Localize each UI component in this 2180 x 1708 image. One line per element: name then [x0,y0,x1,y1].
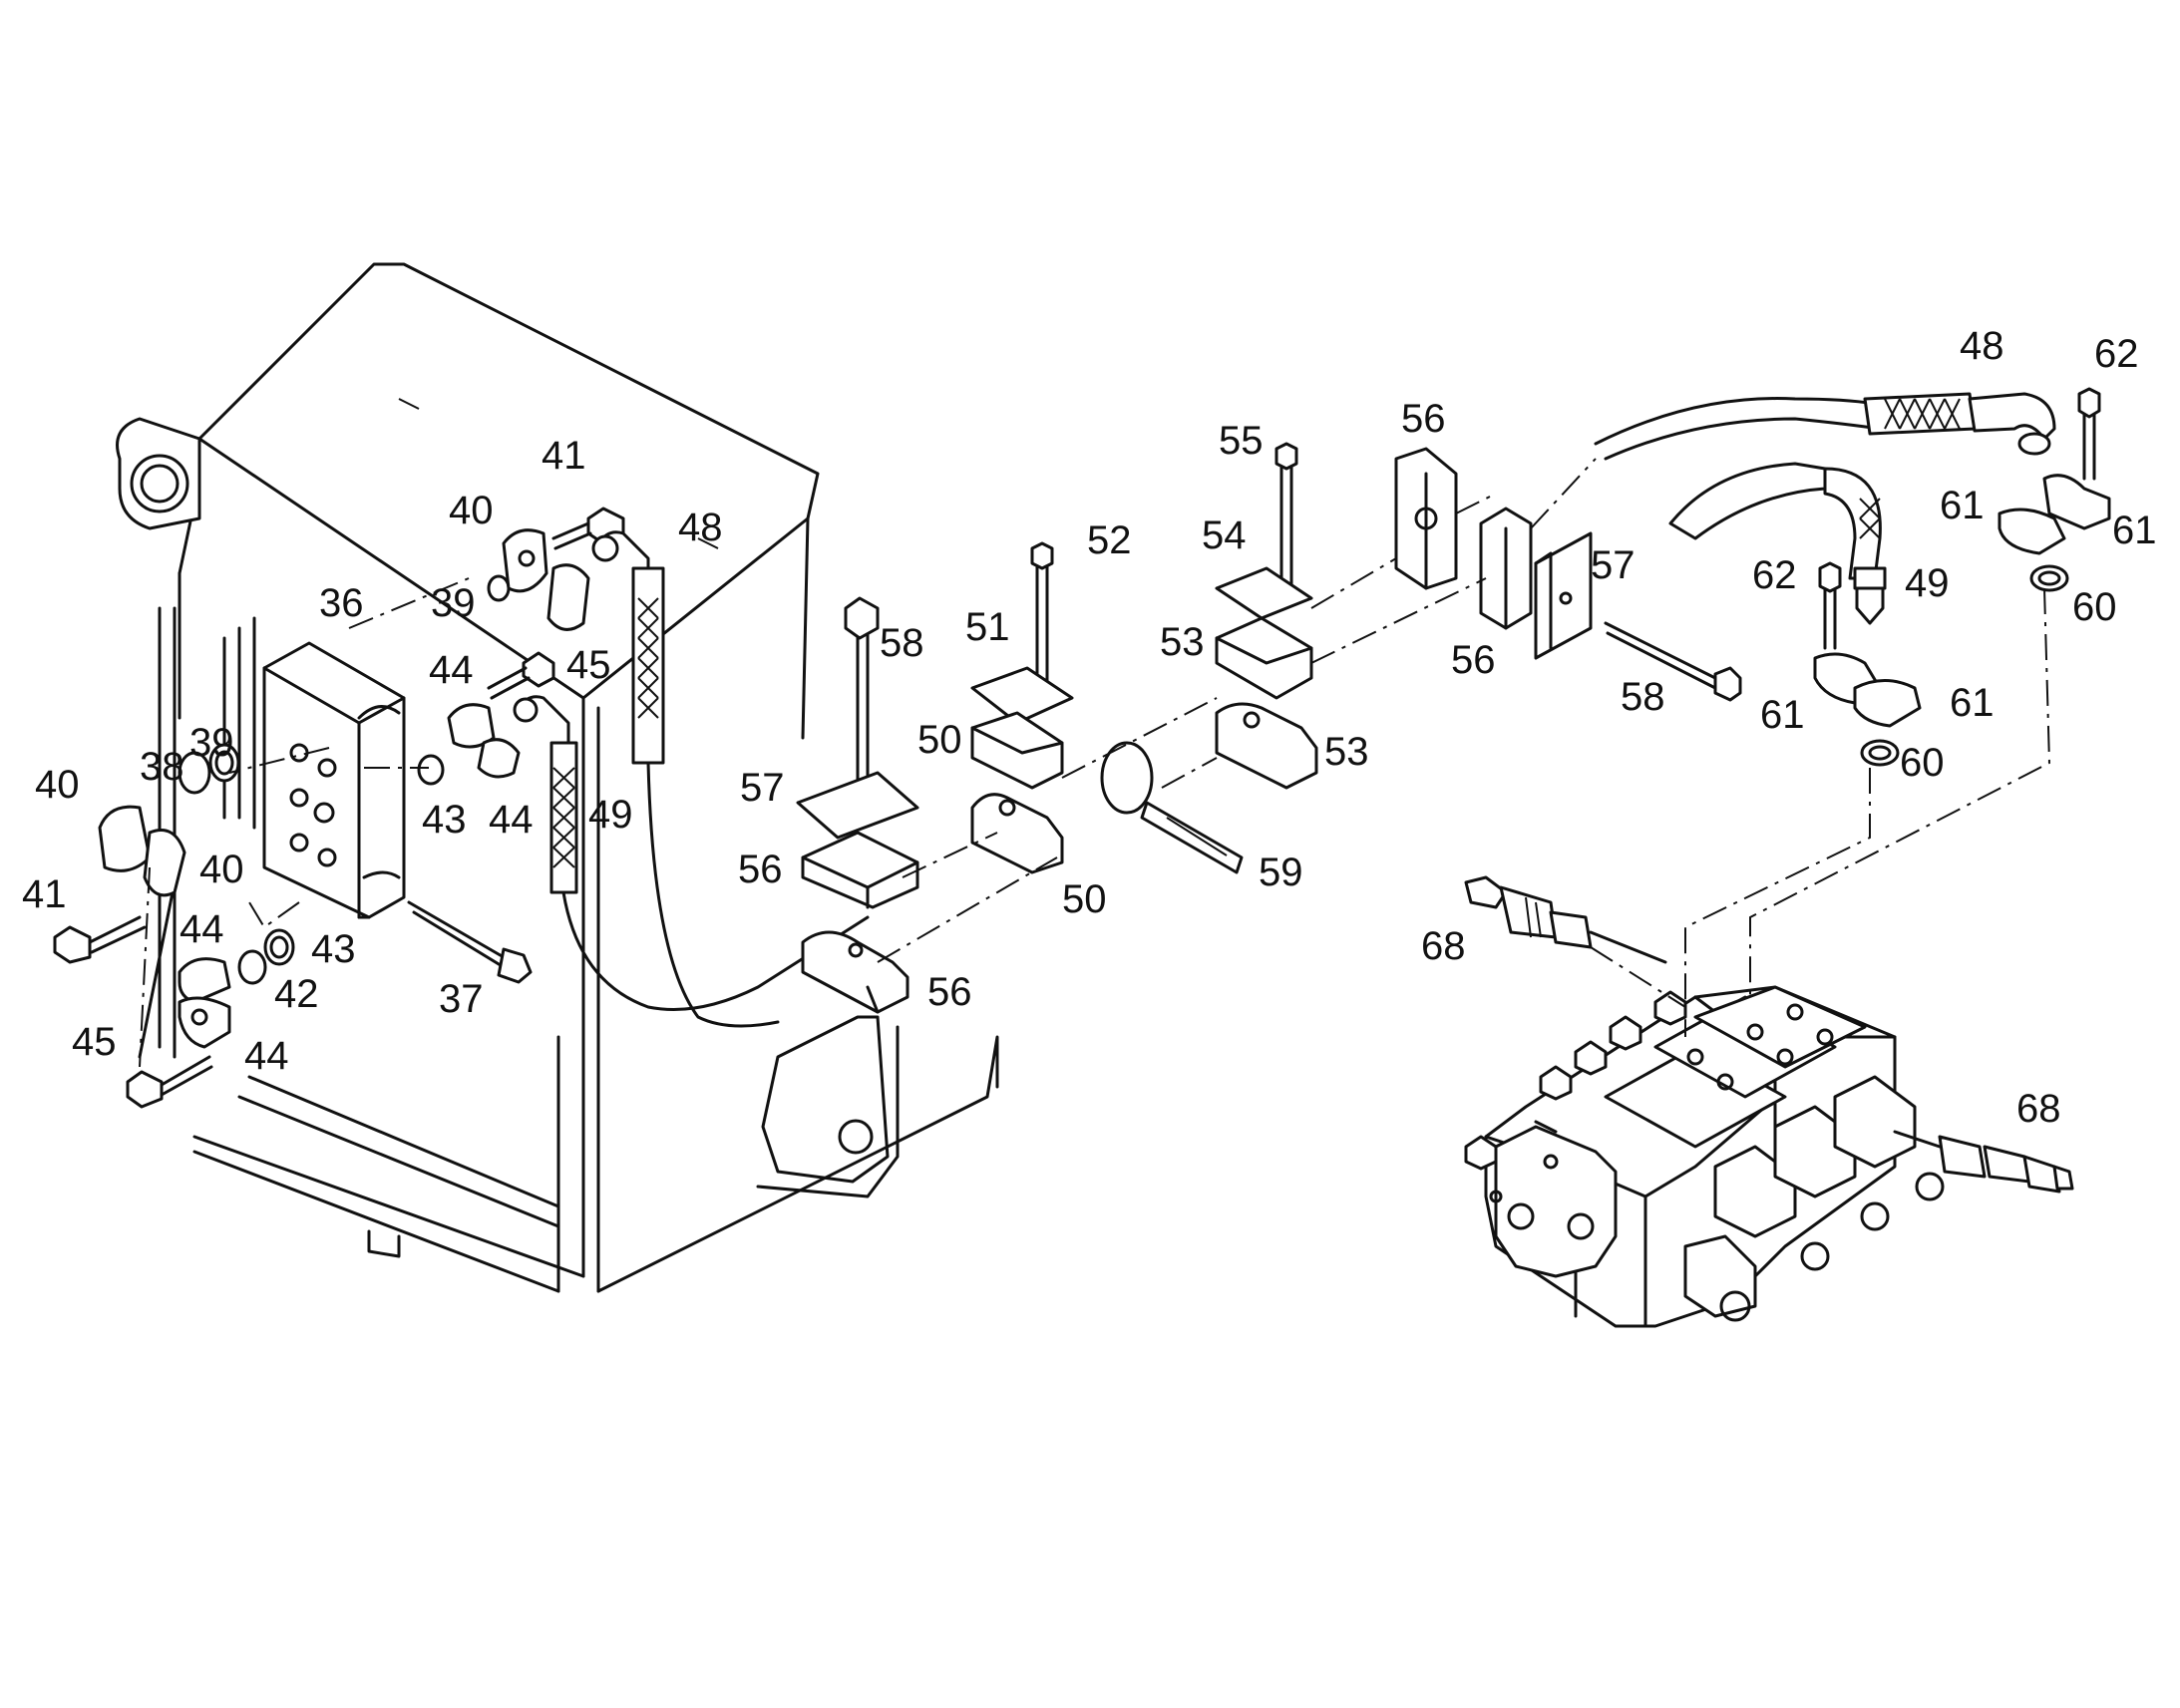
label-68: 68 [2016,1087,2061,1131]
label-52: 52 [1087,518,1132,562]
label-48: 48 [1960,324,2004,368]
label-41: 41 [22,872,67,916]
label-49: 49 [588,793,633,837]
label-48: 48 [678,506,723,549]
label-62: 62 [1752,553,1797,597]
label-61: 61 [1950,681,1995,725]
flanges-right [1813,387,2111,767]
label-37: 37 [439,977,484,1021]
bolt-37 [407,900,533,984]
clamp-assembly-50-51-52 [970,541,1074,874]
label-54: 54 [1202,513,1247,557]
bolts-left [53,915,213,1109]
label-61: 61 [1760,693,1805,737]
flange-halves-left [98,805,231,1049]
flange-group-upper [447,507,625,779]
label-61: 61 [1940,484,1985,527]
label-44: 44 [429,648,474,692]
clamp-assembly-57-58 [796,596,919,1014]
label-39: 39 [189,721,234,765]
label-36: 36 [319,581,364,625]
label-60: 60 [1900,741,1945,785]
label-40: 40 [35,763,80,807]
label-57: 57 [1591,543,1635,587]
label-56: 56 [927,970,972,1014]
label-55: 55 [1219,419,1264,463]
label-58: 58 [880,621,924,665]
control-valve-bank [1464,985,1945,1328]
clamp-assembly-56-57-58-right [1394,447,1742,702]
label-49: 49 [1905,561,1950,605]
label-58: 58 [1621,675,1665,719]
label-43: 43 [311,927,356,971]
label-39: 39 [431,581,476,625]
part-labels: 36 37 38 39 39 40 40 40 41 41 42 43 43 4… [22,324,2157,1131]
manifold-block-36 [262,641,406,919]
label-53: 53 [1324,730,1369,774]
label-53: 53 [1160,620,1205,664]
label-45: 45 [566,643,611,687]
label-57: 57 [740,766,785,810]
label-59: 59 [1259,851,1303,894]
clamp-assembly-53-54-55 [1215,442,1318,790]
centerlines [139,458,2051,1068]
hoses-left [513,530,870,1028]
label-41: 41 [542,434,586,478]
label-45: 45 [72,1020,117,1064]
label-51: 51 [965,605,1010,649]
label-68: 68 [1421,924,1466,968]
label-38: 38 [140,745,184,789]
label-50: 50 [1062,877,1107,921]
label-56: 56 [738,848,783,891]
seal-rings [178,574,511,985]
hoses-right [1594,392,2056,625]
clamp-band-59 [1100,741,1244,874]
label-43: 43 [422,798,467,842]
label-42: 42 [274,972,319,1016]
machine-frame [116,262,999,1293]
label-40: 40 [449,489,494,532]
label-44: 44 [244,1034,289,1078]
label-56: 56 [1451,638,1496,682]
relief-valves-68 [1464,875,2074,1194]
label-44: 44 [489,798,534,842]
label-40: 40 [199,848,244,891]
label-60: 60 [2072,585,2117,629]
label-44: 44 [180,907,224,951]
label-61: 61 [2112,509,2157,552]
label-62: 62 [2094,332,2139,376]
label-56: 56 [1401,397,1446,441]
label-50: 50 [917,718,962,762]
